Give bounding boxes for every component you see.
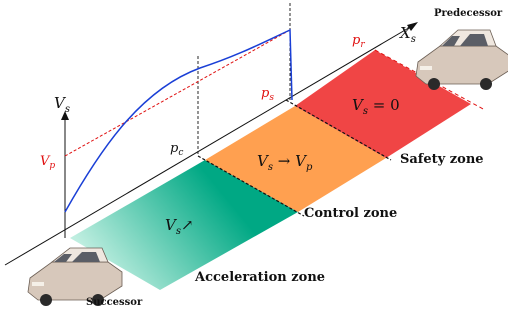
successor-car-icon [27, 247, 123, 306]
control-zone-formula: Vs → Vp [257, 152, 313, 173]
acceleration-zone-formula: Vs↗ [165, 216, 194, 237]
predecessor-label: Predecessor [434, 8, 503, 19]
pc-label: pc [170, 141, 183, 158]
reference-speed-line [64, 29, 291, 157]
safety-zone-formula: Vs = 0 [352, 96, 400, 117]
safety-zone-label: Safety zone [400, 152, 484, 167]
acceleration-zone-area [70, 160, 298, 290]
safety-zone-area [295, 50, 471, 158]
x-axis-arrowhead [407, 22, 418, 31]
vp-label: Vp [40, 154, 55, 171]
velocity-profile-curve [64, 28, 293, 213]
y-axis-label: Vs [54, 94, 70, 115]
x-axis-label: Xs [399, 24, 416, 45]
successor-label: Successor [86, 297, 143, 308]
pr-label: pr [352, 33, 365, 50]
control-zone-label: Control zone [304, 206, 397, 221]
acceleration-zone-label: Acceleration zone [194, 270, 325, 285]
safety-boundary-line [285, 99, 392, 161]
x-axis-line [4, 25, 413, 266]
predecessor-car-icon [415, 29, 508, 90]
y-axis-arrowhead [61, 111, 69, 120]
control-zone-area [205, 106, 386, 212]
control-boundary-line [197, 155, 305, 217]
ps-label: ps [261, 86, 274, 103]
